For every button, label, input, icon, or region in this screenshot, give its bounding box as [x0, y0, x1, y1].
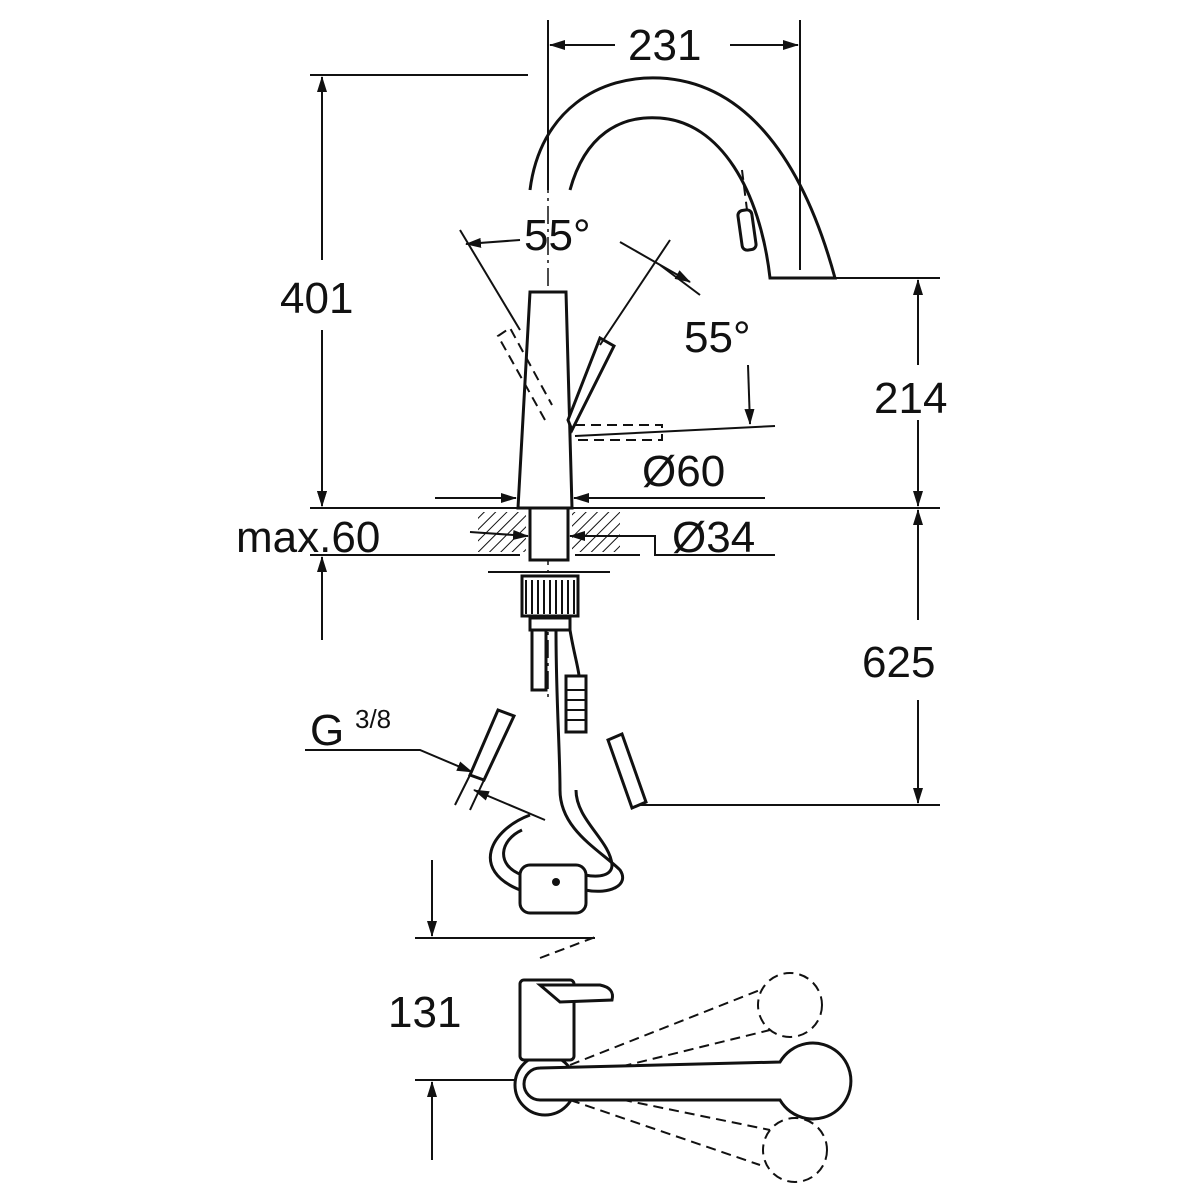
- dimension-lever-angles: 55° 55°: [459, 211, 776, 437]
- dimension-base-diameter: Ø60: [435, 447, 765, 503]
- angle-valves: [454, 708, 648, 811]
- svg-text:max.60: max.60: [236, 513, 380, 562]
- svg-text:G: G: [310, 706, 344, 755]
- dimension-max-deck-thickness: max.60: [236, 460, 380, 640]
- pull-out-hose-loop: [488, 789, 624, 915]
- dimension-connection-thread: G 3/8: [305, 704, 546, 821]
- faucet-spout: [528, 76, 837, 280]
- dimension-spout-reach: 231: [547, 20, 801, 270]
- svg-text:131: 131: [388, 988, 461, 1037]
- mounting-nut-and-hoses: [488, 571, 610, 791]
- deck-section: Ø34: [469, 506, 775, 562]
- faucet-top-view: [513, 972, 853, 1183]
- svg-text:55°: 55°: [684, 313, 751, 362]
- faucet-body: [496, 290, 663, 510]
- svg-text:3/8: 3/8: [355, 704, 391, 734]
- dimension-total-height: 401: [280, 74, 528, 507]
- svg-text:55°: 55°: [524, 211, 591, 260]
- svg-text:401: 401: [280, 274, 353, 323]
- svg-text:214: 214: [874, 374, 947, 423]
- svg-text:Ø34: Ø34: [672, 513, 755, 562]
- dimension-top-view-offset: 131: [388, 860, 599, 1160]
- dimension-spout-height: 214: [835, 277, 947, 507]
- svg-text:625: 625: [862, 638, 935, 687]
- svg-text:Ø60: Ø60: [642, 447, 725, 496]
- svg-text:231: 231: [628, 21, 701, 70]
- dimension-hose-length: 625: [640, 509, 940, 806]
